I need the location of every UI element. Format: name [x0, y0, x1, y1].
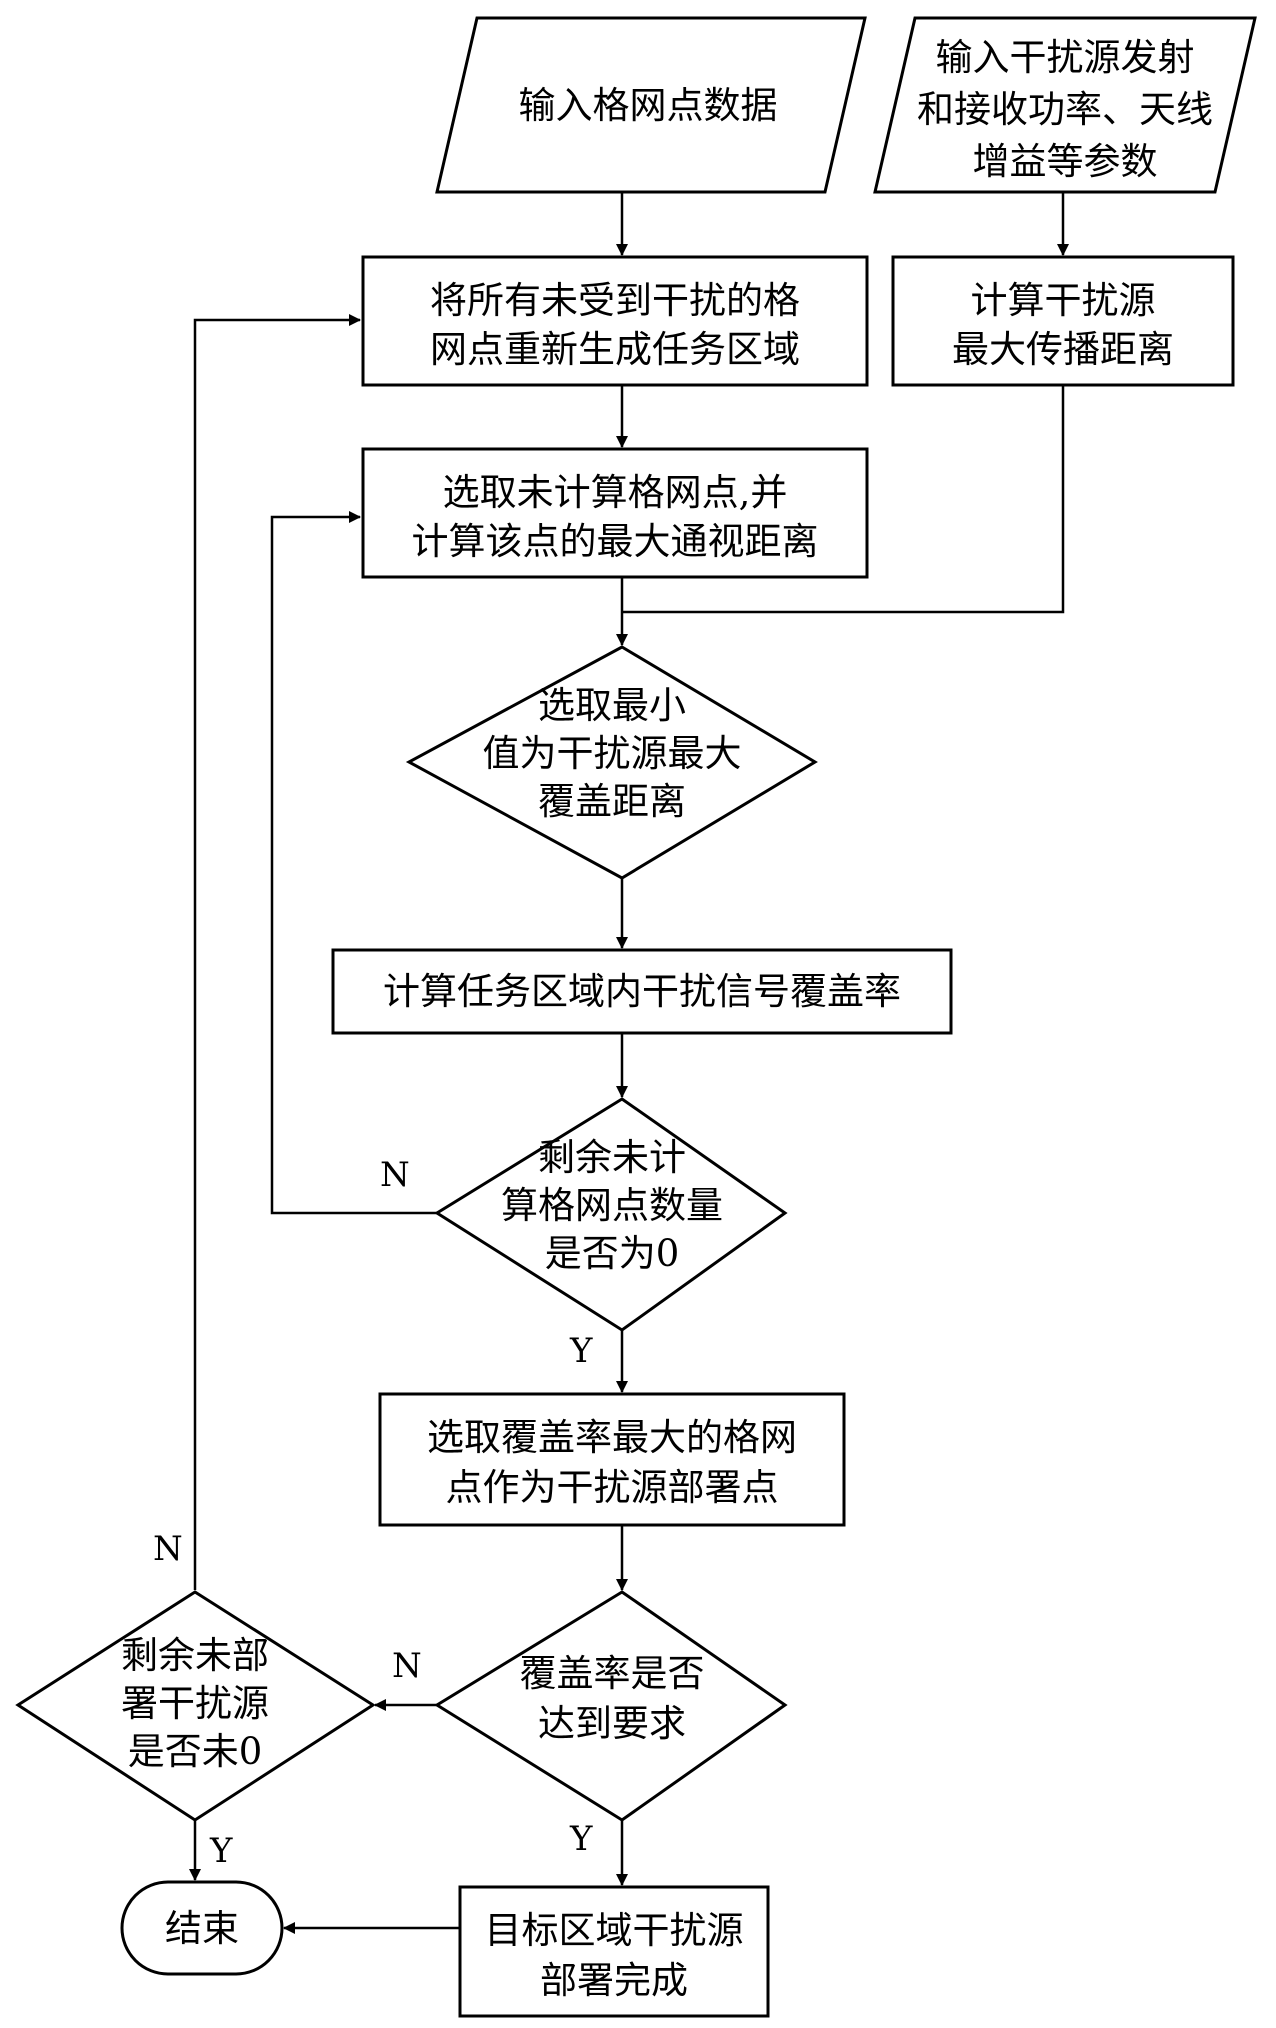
remaining-points-line-2: 算格网点数量 [501, 1184, 723, 1227]
remaining-points-line-1: 剩余未计 [538, 1136, 686, 1179]
remaining-points-no-label: N [380, 1155, 410, 1195]
end-text: 结束 [165, 1907, 239, 1950]
regenerate-task-area-node: 将所有未受到干扰的格 网点重新生成任务区域 [361, 255, 869, 387]
remaining-sources-line-1: 剩余未部 [121, 1634, 269, 1677]
select-max-coverage-node: 选取覆盖率最大的格网 点作为干扰源部署点 [378, 1392, 846, 1527]
calc-prop-line-1: 计算干扰源 [971, 279, 1156, 322]
regen-area-line-2: 网点重新生成任务区域 [430, 328, 800, 371]
remaining-points-line-3: 是否为0 [545, 1232, 680, 1275]
calc-prop-line-2: 最大传播距离 [952, 328, 1174, 371]
input-grid-line-1: 输入格网点数据 [519, 84, 778, 127]
remaining-sources-no-label: N [153, 1529, 183, 1569]
arrow-remaining-points-no-loop [270, 511, 437, 1215]
remaining-sources-line-3: 是否未0 [128, 1730, 263, 1773]
select-min-line-3: 覆盖距离 [538, 780, 686, 823]
end-terminal: 结束 [120, 1880, 284, 1976]
input-grid-data-node: 输入格网点数据 [435, 16, 867, 194]
select-point-line-1: 选取未计算格网点,并 [443, 471, 788, 514]
calc-coverage-text: 计算任务区域内干扰信号覆盖率 [383, 970, 901, 1013]
coverage-yes-label: Y [569, 1819, 593, 1859]
coverage-ok-line-1: 覆盖率是否 [520, 1652, 705, 1695]
deploy-complete-node: 目标区域干扰源 部署完成 [458, 1885, 770, 2018]
coverage-no-label: N [392, 1646, 422, 1686]
remaining-points-decision: 剩余未计 算格网点数量 是否为0 [434, 1097, 788, 1332]
connectors [189, 192, 1069, 1934]
calc-coverage-node: 计算任务区域内干扰信号覆盖率 [331, 948, 953, 1035]
coverage-ok-line-2: 达到要求 [538, 1702, 686, 1745]
line-calc-prop-to-merge [622, 385, 1065, 614]
coverage-ok-decision: 覆盖率是否 达到要求 [434, 1590, 788, 1822]
select-max-line-2: 点作为干扰源部署点 [446, 1466, 779, 1509]
deploy-line-2: 部署完成 [540, 1959, 688, 2002]
input-params-line-2: 和接收功率、天线 [917, 88, 1213, 131]
remaining-sources-decision: 剩余未部 署干扰源 是否未0 [15, 1590, 376, 1822]
regen-area-line-1: 将所有未受到干扰的格 [430, 279, 800, 322]
select-max-line-1: 选取覆盖率最大的格网 [427, 1416, 797, 1459]
select-grid-point-node: 选取未计算格网点,并 计算该点的最大通视距离 [361, 447, 869, 579]
deploy-line-1: 目标区域干扰源 [485, 1909, 744, 1952]
remaining-sources-yes-label: Y [209, 1831, 233, 1871]
input-params-line-1: 输入干扰源发射 [936, 36, 1195, 79]
remaining-sources-line-2: 署干扰源 [121, 1682, 269, 1725]
select-min-line-1: 选取最小 [538, 684, 686, 727]
remaining-points-yes-label: Y [569, 1331, 593, 1371]
input-parameters-node: 输入干扰源发射 和接收功率、天线 增益等参数 [873, 16, 1257, 194]
input-params-line-3: 增益等参数 [973, 140, 1158, 183]
select-point-line-2: 计算该点的最大通视距离 [412, 520, 819, 563]
calc-max-propagation-node: 计算干扰源 最大传播距离 [891, 255, 1235, 387]
arrow-remaining-sources-no-loop [193, 314, 361, 1590]
select-min-line-2: 值为干扰源最大 [483, 732, 742, 775]
select-minimum-node: 选取最小 值为干扰源最大 覆盖距离 [405, 645, 818, 880]
